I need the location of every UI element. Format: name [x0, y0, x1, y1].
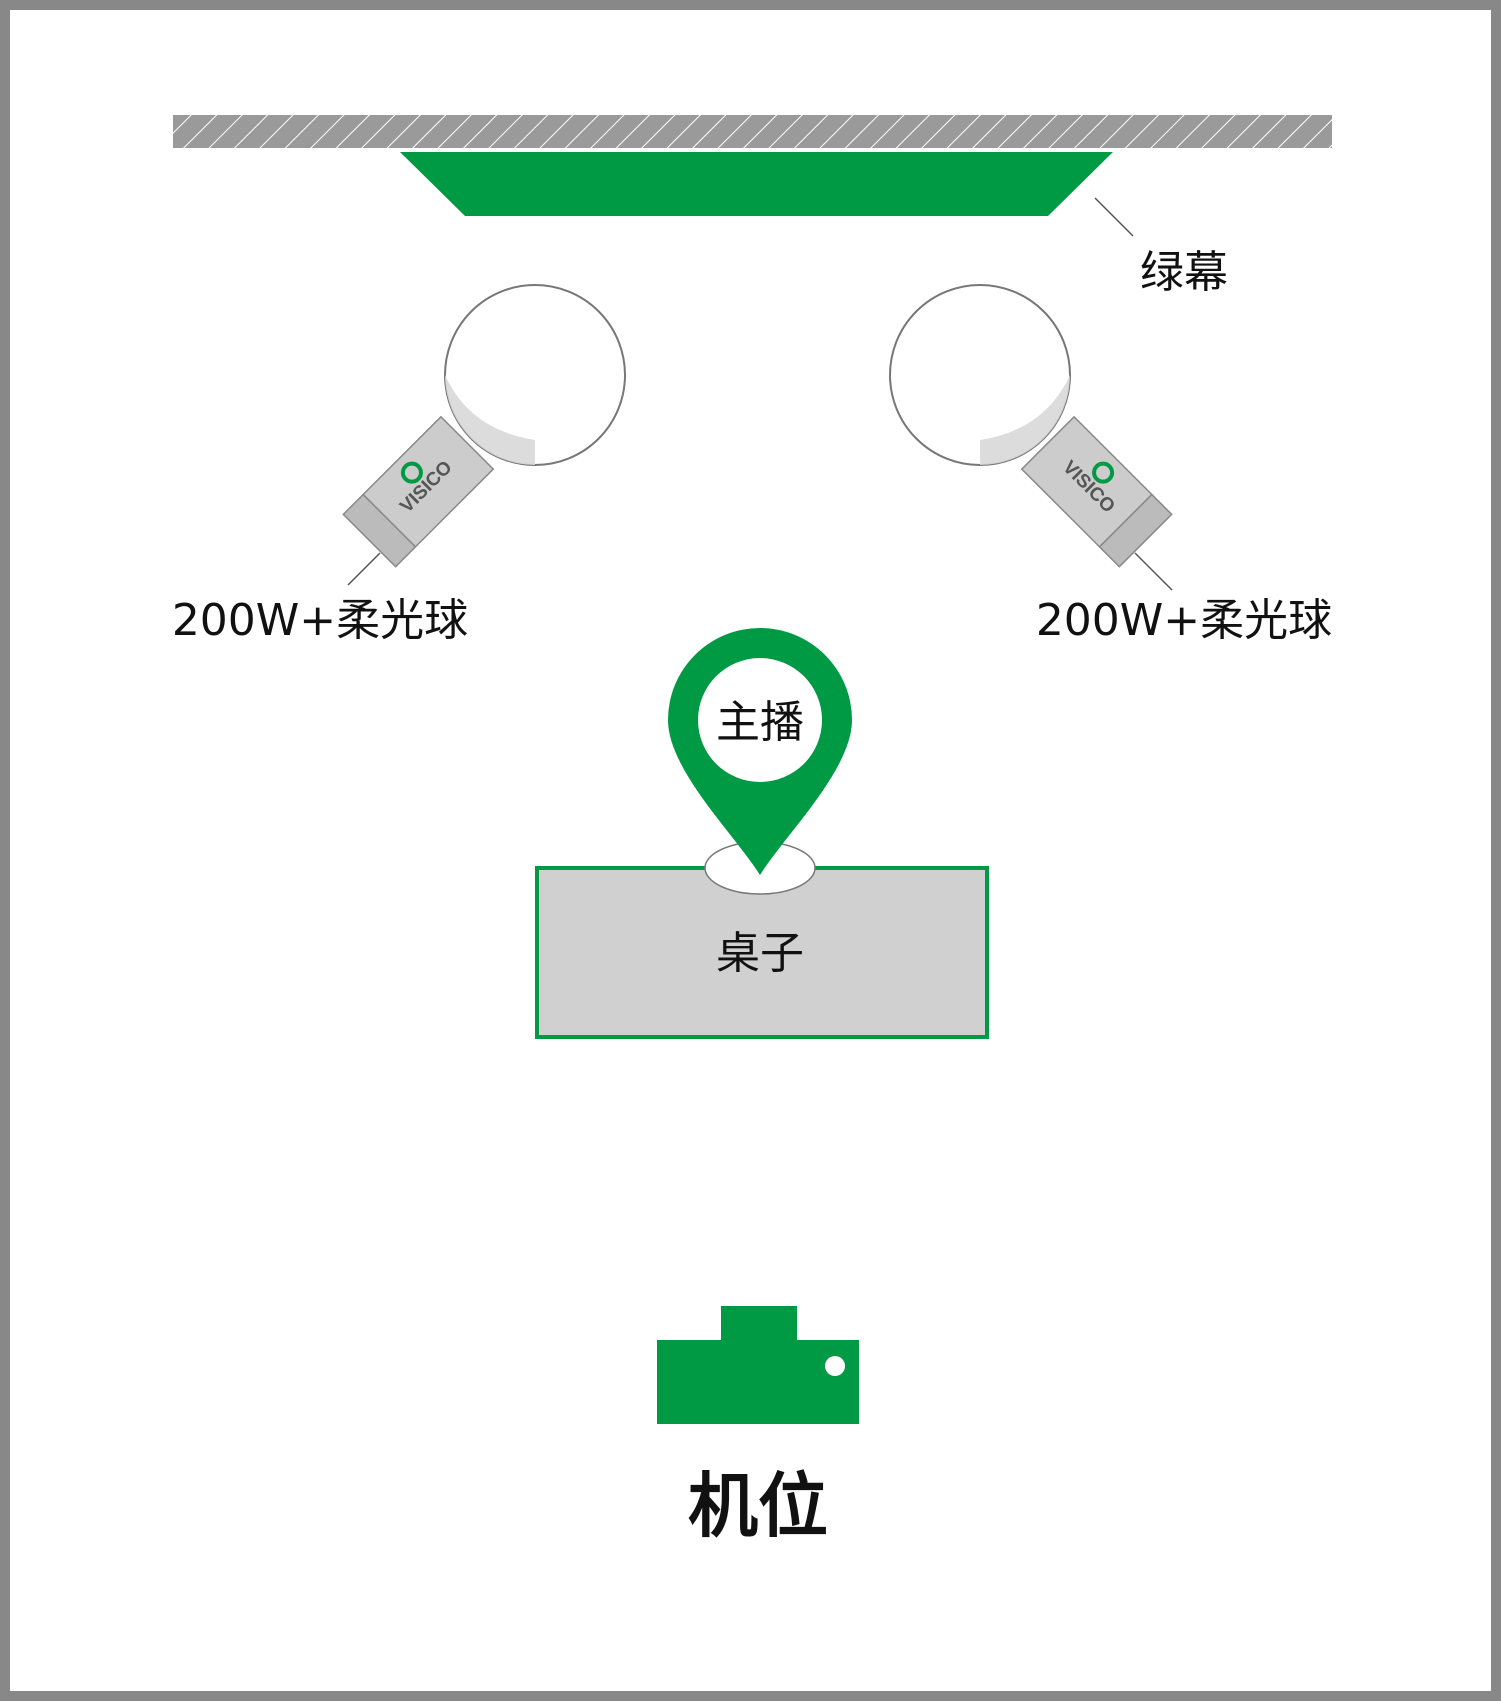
camera-label: 机位 — [688, 1465, 828, 1547]
host-location-pin-icon — [668, 628, 852, 875]
light-right-leader-line — [1134, 552, 1173, 591]
softbox-light-left: VISICO — [342, 284, 626, 568]
light-handle-right: VISICO — [1020, 415, 1173, 568]
visico-icon-left — [400, 461, 423, 484]
desk — [535, 866, 989, 1039]
green-screen-label: 绿幕 — [1140, 247, 1228, 298]
light-left-label: 200W+柔光球 — [172, 595, 468, 646]
visico-icon-right — [1092, 461, 1115, 484]
back-wall — [173, 115, 1332, 148]
softbox-light-right: VISICO — [889, 284, 1173, 568]
green-screen-leader-line — [1094, 197, 1134, 237]
host-label: 主播 — [716, 697, 804, 748]
light-handle-left: VISICO — [342, 415, 495, 568]
green-screen — [400, 152, 1113, 216]
desk-label: 桌子 — [716, 928, 804, 979]
light-left-leader-line — [347, 552, 381, 586]
camera-icon — [657, 1306, 859, 1424]
light-right-label: 200W+柔光球 — [1036, 595, 1332, 646]
